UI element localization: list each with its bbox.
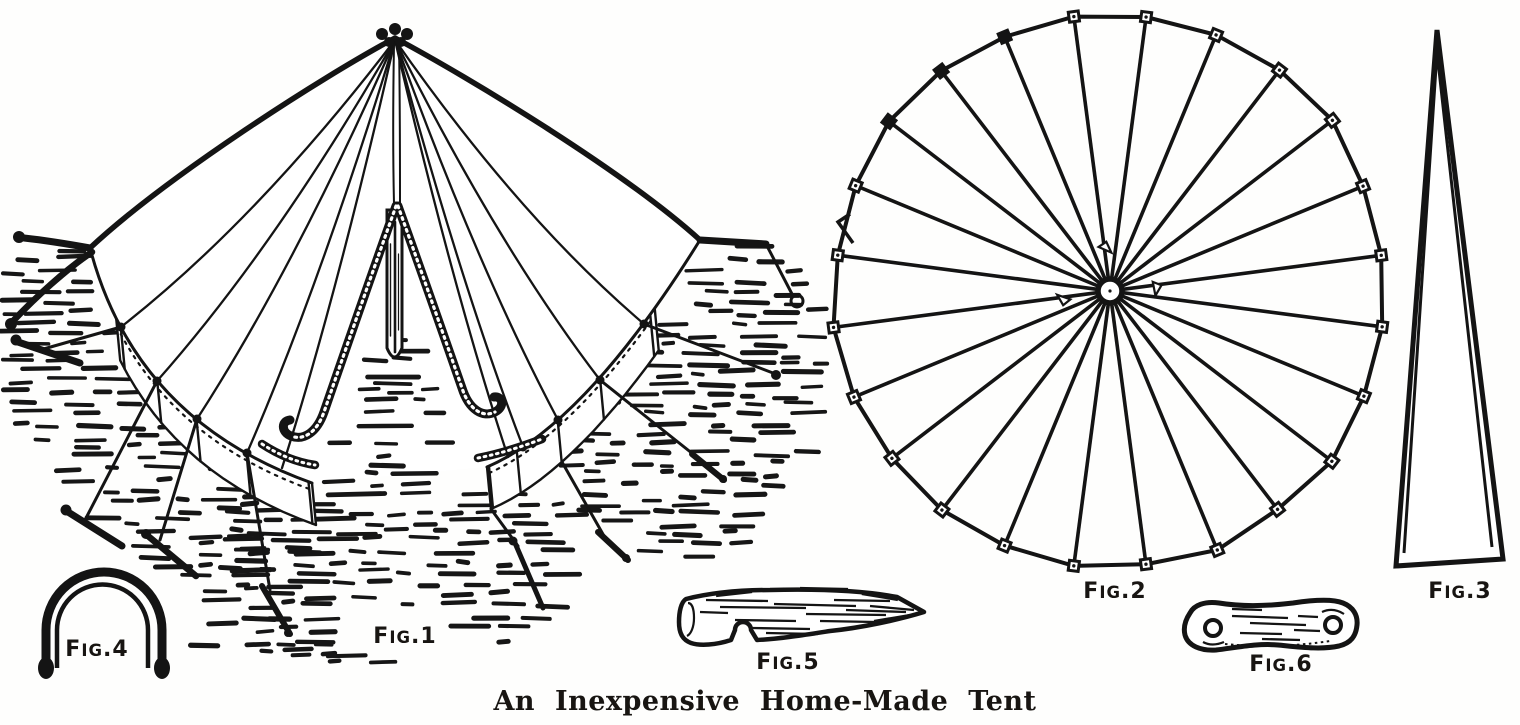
fig2-label: FIG.2 [1083, 579, 1146, 604]
fig1-tent-drawing [5, 23, 805, 637]
fig1-label: FIG.1 [373, 624, 436, 649]
toggle-wood-grain [1224, 607, 1331, 647]
illustration-caption: An Inexpensive Home-Made Tent [493, 686, 1037, 717]
fig6-rope-toggle [1181, 597, 1360, 653]
fig5-wooden-stake [676, 586, 927, 647]
door-flaps [257, 201, 547, 470]
ground-hatching [0, 243, 830, 665]
fig2-plan-drawing [826, 9, 1390, 574]
apex-knot [376, 23, 413, 47]
fig4-wire-staple [38, 567, 170, 679]
fig3-gore-pattern [1393, 29, 1506, 569]
fig4-label: FIG.4 [65, 637, 128, 662]
fig6-label: FIG.6 [1249, 652, 1312, 677]
stake-wood-grain [699, 586, 915, 636]
tent-pole [385, 208, 404, 359]
fig5-label: FIG.5 [756, 650, 819, 675]
fig3-label: FIG.3 [1428, 579, 1491, 604]
guy-ropes-and-stakes [5, 231, 805, 637]
